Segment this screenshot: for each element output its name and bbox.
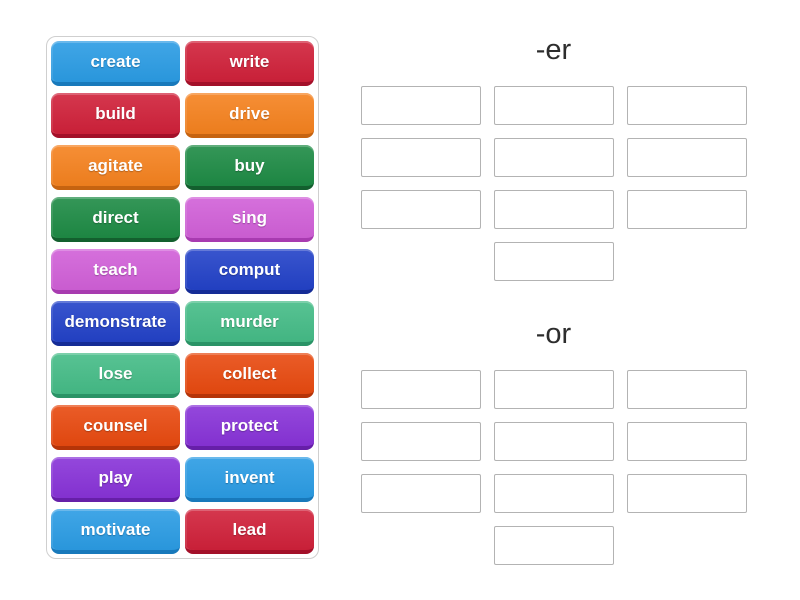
drop-slot[interactable]	[626, 370, 747, 409]
word-tile[interactable]: drive	[185, 93, 314, 138]
word-tile[interactable]: build	[51, 93, 180, 138]
group-title-er: -er	[535, 34, 572, 66]
drop-slot[interactable]	[626, 474, 747, 513]
drop-slot[interactable]	[493, 242, 614, 281]
sort-groups: -er -or	[360, 32, 747, 565]
word-tile[interactable]: agitate	[51, 145, 180, 190]
word-tile[interactable]: sing	[185, 197, 314, 242]
drop-slot[interactable]	[360, 190, 481, 229]
drop-slot[interactable]	[493, 370, 614, 409]
word-tile[interactable]: comput	[185, 249, 314, 294]
word-tile[interactable]: counsel	[51, 405, 180, 450]
word-tile[interactable]: murder	[185, 301, 314, 346]
drop-slot[interactable]	[360, 86, 481, 125]
drop-slot[interactable]	[493, 86, 614, 125]
drop-slot[interactable]	[626, 190, 747, 229]
drop-slot[interactable]	[493, 474, 614, 513]
word-tile[interactable]: motivate	[51, 509, 180, 554]
word-tile[interactable]: teach	[51, 249, 180, 294]
word-tile[interactable]: create	[51, 41, 180, 86]
drop-slot[interactable]	[493, 190, 614, 229]
word-tile[interactable]: protect	[185, 405, 314, 450]
drop-slot[interactable]	[626, 138, 747, 177]
drop-slot[interactable]	[360, 370, 481, 409]
drop-slot[interactable]	[626, 86, 747, 125]
word-tile[interactable]: demonstrate	[51, 301, 180, 346]
word-tile[interactable]: play	[51, 457, 180, 502]
drop-slot[interactable]	[493, 422, 614, 461]
drop-slot[interactable]	[360, 138, 481, 177]
drop-slot[interactable]	[626, 422, 747, 461]
drop-slot[interactable]	[360, 422, 481, 461]
group-er: -er	[360, 32, 747, 281]
word-tile[interactable]: lose	[51, 353, 180, 398]
word-tile[interactable]: invent	[185, 457, 314, 502]
word-tile[interactable]: lead	[185, 509, 314, 554]
word-tile[interactable]: write	[185, 41, 314, 86]
drop-slot[interactable]	[493, 526, 614, 565]
group-or: -or	[360, 316, 747, 565]
group-title-or: -or	[535, 318, 572, 350]
slot-grid-er	[360, 86, 747, 281]
word-tile[interactable]: direct	[51, 197, 180, 242]
drop-slot[interactable]	[360, 474, 481, 513]
slot-grid-or	[360, 370, 747, 565]
word-tile[interactable]: buy	[185, 145, 314, 190]
drop-slot[interactable]	[493, 138, 614, 177]
word-tile[interactable]: collect	[185, 353, 314, 398]
